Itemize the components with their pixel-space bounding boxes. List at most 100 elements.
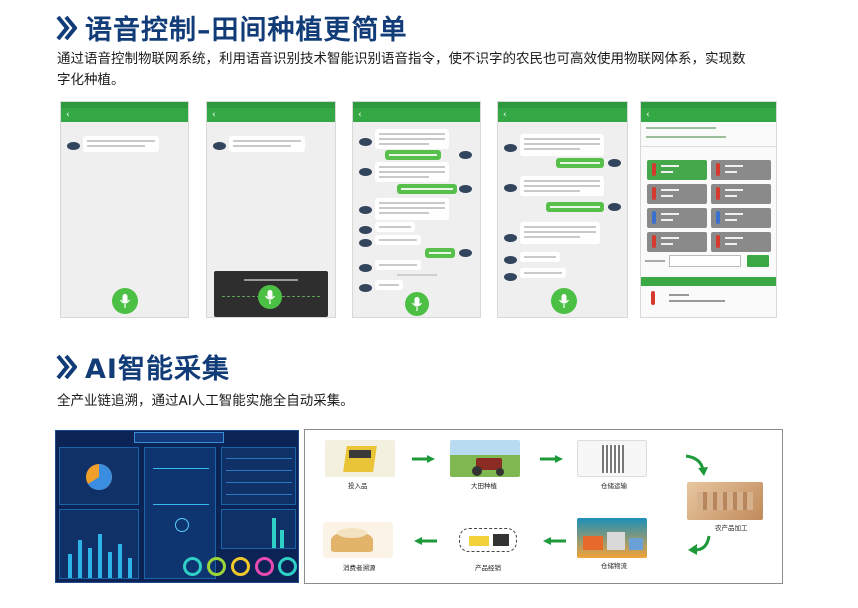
chat-bubble bbox=[229, 136, 305, 152]
sensor-tile[interactable] bbox=[711, 232, 771, 252]
flow-step-image bbox=[450, 440, 520, 477]
arrow-curve-icon bbox=[688, 535, 711, 555]
microphone-icon bbox=[559, 294, 569, 308]
section-description: 通过语音控制物联网系统，利用语音识别技术智能识别语音指令，使不识字的农民也可高效… bbox=[57, 49, 746, 91]
phone-screenshot-1: ‹ bbox=[60, 101, 189, 318]
thermometer-icon bbox=[716, 187, 720, 200]
avatar bbox=[67, 142, 80, 150]
arrow-left-icon bbox=[543, 537, 566, 545]
pie-chart-graphic bbox=[86, 464, 112, 490]
chat-bubble-user bbox=[385, 150, 441, 160]
chat-bubble bbox=[375, 162, 449, 182]
flow-step-image bbox=[687, 482, 763, 520]
back-arrow-icon: ‹ bbox=[66, 110, 70, 120]
app-nav-bar: ‹ bbox=[61, 108, 188, 122]
chat-bubble-user bbox=[397, 184, 457, 194]
time-input[interactable] bbox=[669, 255, 741, 267]
dashboard-center-map bbox=[144, 447, 216, 579]
avatar bbox=[359, 138, 372, 146]
avatar bbox=[504, 273, 517, 281]
section-description: 全产业链追溯，通过AI人工智能实施全自动采集。 bbox=[57, 391, 354, 412]
thermometer-icon bbox=[716, 235, 720, 248]
avatar bbox=[504, 256, 517, 264]
avatar bbox=[359, 168, 372, 176]
thermometer-icon bbox=[651, 291, 655, 305]
gauge-ring bbox=[255, 557, 274, 576]
app-nav-bar: ‹ bbox=[207, 108, 335, 122]
sensor-tile[interactable] bbox=[647, 232, 707, 252]
chat-bubble bbox=[520, 222, 600, 244]
arrow-curve-icon bbox=[685, 454, 708, 476]
avatar bbox=[213, 142, 226, 150]
phone-screenshot-4: ‹ bbox=[497, 101, 628, 318]
description-line: 字化种植。 bbox=[57, 72, 125, 88]
thermometer-icon bbox=[716, 211, 720, 224]
flow-step-label: 消费者溯源 bbox=[343, 564, 376, 572]
avatar bbox=[359, 284, 372, 292]
description-line: 全产业链追溯，通过AI人工智能实施全自动采集。 bbox=[57, 393, 354, 409]
microphone-button[interactable] bbox=[112, 288, 138, 314]
app-nav-bar: ‹ bbox=[353, 108, 480, 122]
traceability-flow-diagram: 投入品 大田种植 仓储运输 农产品加工 仓储物流 产品经销 bbox=[304, 429, 783, 584]
avatar bbox=[608, 159, 621, 167]
thermometer-icon bbox=[716, 163, 720, 176]
flow-step-label: 大田种植 bbox=[471, 482, 497, 490]
sensor-tile[interactable] bbox=[711, 208, 771, 228]
query-button[interactable] bbox=[747, 255, 769, 267]
chart-header-bar bbox=[641, 277, 776, 286]
arrow-right-icon bbox=[540, 455, 563, 463]
avatar bbox=[459, 151, 472, 159]
phone-screenshot-3: ‹ bbox=[352, 101, 481, 318]
sensor-tile[interactable] bbox=[647, 208, 707, 228]
phone-screenshot-5: ‹ bbox=[640, 101, 777, 318]
microphone-button[interactable] bbox=[405, 292, 429, 316]
gauge-ring bbox=[207, 557, 226, 576]
chat-bubble bbox=[520, 176, 604, 196]
data-dashboard-screenshot bbox=[55, 430, 299, 583]
voice-recording-overlay bbox=[214, 271, 328, 317]
microphone-icon bbox=[265, 290, 275, 304]
microphone-button[interactable] bbox=[551, 288, 577, 314]
flow-step-label: 仓储运输 bbox=[601, 482, 627, 490]
flow-step-image bbox=[323, 522, 393, 558]
chat-bubble-user bbox=[556, 158, 604, 168]
dashboard-panel bbox=[221, 447, 296, 505]
app-nav-bar: ‹ bbox=[641, 108, 776, 122]
app-nav-bar: ‹ bbox=[498, 108, 627, 122]
thermometer-icon bbox=[652, 211, 656, 224]
thermometer-icon bbox=[652, 187, 656, 200]
gauge-ring bbox=[183, 557, 202, 576]
dashboard-panel bbox=[221, 509, 296, 549]
section-ai-collection-header: AI智能采集 bbox=[55, 347, 230, 386]
flow-step-image bbox=[325, 440, 395, 477]
dashboard-panel bbox=[59, 447, 139, 505]
flow-step-image bbox=[453, 522, 523, 560]
chat-bubble bbox=[375, 222, 415, 232]
chevron-right-icon bbox=[56, 15, 77, 40]
sensor-tile[interactable] bbox=[647, 184, 707, 204]
thermometer-icon bbox=[652, 235, 656, 248]
back-arrow-icon: ‹ bbox=[646, 110, 650, 120]
microphone-button[interactable] bbox=[258, 285, 282, 309]
back-arrow-icon: ‹ bbox=[358, 110, 362, 120]
flow-step-label: 产品经销 bbox=[475, 564, 501, 572]
dashboard-title-bar bbox=[134, 432, 224, 443]
chat-bubble bbox=[520, 134, 604, 156]
sensor-tile[interactable] bbox=[711, 184, 771, 204]
section-title: AI智能采集 bbox=[85, 354, 230, 385]
thermometer-icon bbox=[652, 163, 656, 176]
phone-screenshot-2: ‹ bbox=[206, 101, 336, 318]
avatar bbox=[359, 226, 372, 234]
avatar bbox=[608, 203, 621, 211]
sensor-tile[interactable] bbox=[647, 160, 707, 180]
flow-step-image bbox=[577, 518, 647, 558]
section-title: 语音控制–田间种植更简单 bbox=[85, 15, 408, 46]
arrow-right-icon bbox=[412, 455, 435, 463]
flow-step-label: 农产品加工 bbox=[715, 524, 748, 532]
avatar bbox=[459, 249, 472, 257]
microphone-icon bbox=[120, 294, 130, 308]
chevron-right-icon bbox=[56, 354, 77, 379]
flow-step-label: 仓储物流 bbox=[601, 562, 627, 570]
sensor-tile[interactable] bbox=[711, 160, 771, 180]
chat-bubble-user bbox=[546, 202, 604, 212]
